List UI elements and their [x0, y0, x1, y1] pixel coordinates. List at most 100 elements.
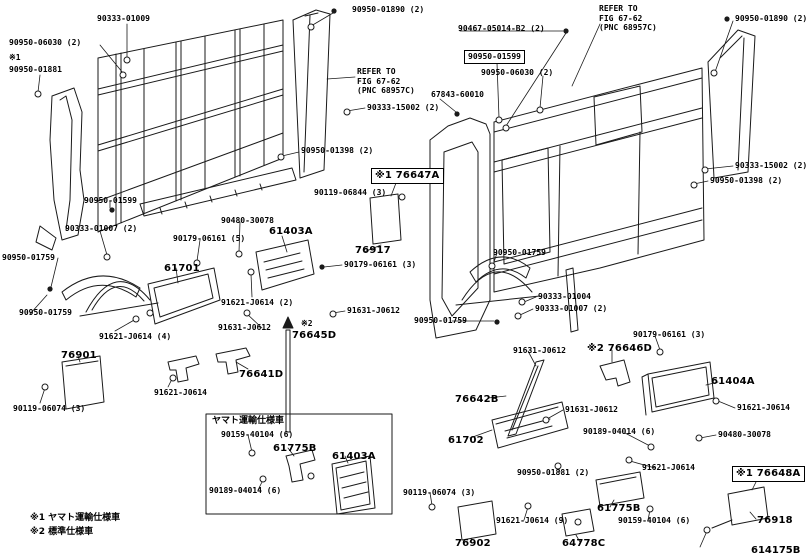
part-number-label: 90950-01890 (2)	[352, 5, 425, 14]
fastener-icon	[307, 23, 315, 31]
component-code-label: 61702	[448, 435, 484, 446]
part-number-label: 90950-01599	[84, 196, 137, 205]
part-number-label: 90950-01398 (2)	[710, 176, 783, 185]
fastener-icon	[343, 108, 351, 116]
fastener-icon	[119, 71, 127, 79]
fastener-icon	[398, 193, 406, 201]
part-number-label: ※2	[301, 319, 313, 328]
part-number-label: REFER TO FIG 67-62 (PNC 68957C)	[599, 4, 657, 33]
part-number-label: 90950-01881 (2)	[517, 468, 590, 477]
left-panel-assembly-art	[35, 9, 331, 317]
component-code-label: 76645D	[292, 330, 337, 341]
part-number-label: 90333-01009	[97, 14, 150, 23]
part-number-label: 90333-01007 (2)	[535, 304, 608, 313]
fastener-icon	[123, 56, 131, 64]
fastener-icon	[647, 443, 655, 451]
component-code-label: 76917	[355, 245, 391, 256]
bullet-marker-icon	[563, 28, 569, 34]
fastener-icon	[625, 456, 633, 464]
fastener-icon	[329, 310, 337, 318]
component-code-label: 61775B	[597, 503, 641, 514]
bullet-marker-icon	[494, 319, 500, 325]
part-number-label: 91621-J0614	[737, 403, 790, 412]
fastener-icon	[710, 69, 718, 77]
drawing-number: 614175B	[751, 545, 801, 556]
part-number-label: 90950-01398 (2)	[301, 146, 374, 155]
part-number-label: 90333-15002 (2)	[735, 161, 808, 170]
part-number-label: 91631-J0612	[513, 346, 566, 355]
part-number-label: 90189-04014 (6)	[209, 486, 282, 495]
legend-note-1: ※1 ヤマト運輸仕様車	[30, 513, 121, 523]
component-code-label: 76901	[61, 350, 97, 361]
part-number-label: 90333-15002 (2)	[367, 103, 440, 112]
fastener-icon	[235, 250, 243, 258]
bullet-marker-icon	[454, 111, 460, 117]
left-small-parts-art	[61, 193, 402, 515]
component-code-label: 61403A	[269, 226, 313, 237]
leader-lines	[29, 12, 759, 548]
fastener-icon	[690, 181, 698, 189]
component-code-label: ※2 76646D	[587, 343, 653, 354]
component-code-label: 64778C	[562, 538, 606, 549]
bullet-marker-icon	[331, 8, 337, 14]
fastener-icon	[703, 526, 711, 534]
component-code-label: 61775B	[273, 443, 317, 454]
part-number-label: 90950-01759	[493, 248, 546, 257]
fastener-icon	[132, 315, 140, 323]
fastener-icon	[712, 397, 720, 405]
fastener-icon	[524, 502, 532, 510]
fastener-icon	[34, 90, 42, 98]
part-number-label: 90950-01759	[414, 316, 467, 325]
part-number-label: 90467-05014-B2 (2)	[458, 24, 545, 33]
fastener-icon	[701, 166, 709, 174]
part-number-label: 90950-01599	[464, 50, 525, 64]
part-number-label: 91621-J0614 (2)	[221, 298, 294, 307]
part-number-label: 91621-J0614	[642, 463, 695, 472]
part-number-label: 67843-60010	[431, 90, 484, 99]
legend-note-2: ※2 標準仕様車	[30, 527, 94, 537]
part-number-label: 90480-30078	[221, 216, 274, 225]
part-number-label: 90333-01007 (2)	[65, 224, 138, 233]
part-number-label: 90159-40104 (6)	[618, 516, 691, 525]
part-number-label: 90179-06161 (3)	[344, 260, 417, 269]
fastener-icon	[307, 472, 315, 480]
component-code-label: ※1 76648A	[732, 466, 805, 482]
component-code-label: 76918	[757, 515, 793, 526]
fastener-icon	[542, 416, 550, 424]
fastener-icon	[41, 383, 49, 391]
part-number-label: 91631-J0612	[218, 323, 271, 332]
right-small-parts-art	[457, 359, 769, 541]
bullet-marker-icon	[109, 207, 115, 213]
component-code-label: 61403A	[332, 451, 376, 462]
fastener-icon	[169, 374, 177, 382]
part-number-label: 90480-30078	[718, 430, 771, 439]
fastener-icon	[695, 434, 703, 442]
fastener-icon	[502, 124, 510, 132]
fastener-icon	[488, 262, 496, 270]
component-code-label: 76902	[455, 538, 491, 549]
fastener-icon	[146, 309, 154, 317]
bullet-marker-icon	[724, 16, 730, 22]
yamato-spec-box	[205, 413, 393, 515]
part-number-label: 90950-01890 (2)	[735, 14, 808, 23]
part-number-label: 90159-40104 (6)	[221, 430, 294, 439]
part-number-label: 90119-06074 (3)	[403, 488, 476, 497]
part-number-label: 90950-06030 (2)	[481, 68, 554, 77]
fastener-icon	[495, 116, 503, 124]
part-number-label: REFER TO FIG 67-62 (PNC 68957C)	[357, 67, 415, 96]
component-code-label: ※1 76647A	[371, 168, 444, 184]
part-number-label: 90333-01004	[538, 292, 591, 301]
part-number-label: 90179-06161 (5)	[173, 234, 246, 243]
fastener-markers	[34, 8, 730, 534]
component-code-label: 61404A	[711, 376, 755, 387]
fastener-icon	[277, 153, 285, 161]
part-number-label: 90119-06844 (3)	[314, 188, 387, 197]
component-code-label: 76641D	[239, 369, 284, 380]
fastener-icon	[518, 298, 526, 306]
part-number-label: 90179-06161 (3)	[633, 330, 706, 339]
fastener-icon	[103, 253, 111, 261]
part-number-label: 90119-06074 (3)	[13, 404, 86, 413]
fastener-icon	[259, 475, 267, 483]
